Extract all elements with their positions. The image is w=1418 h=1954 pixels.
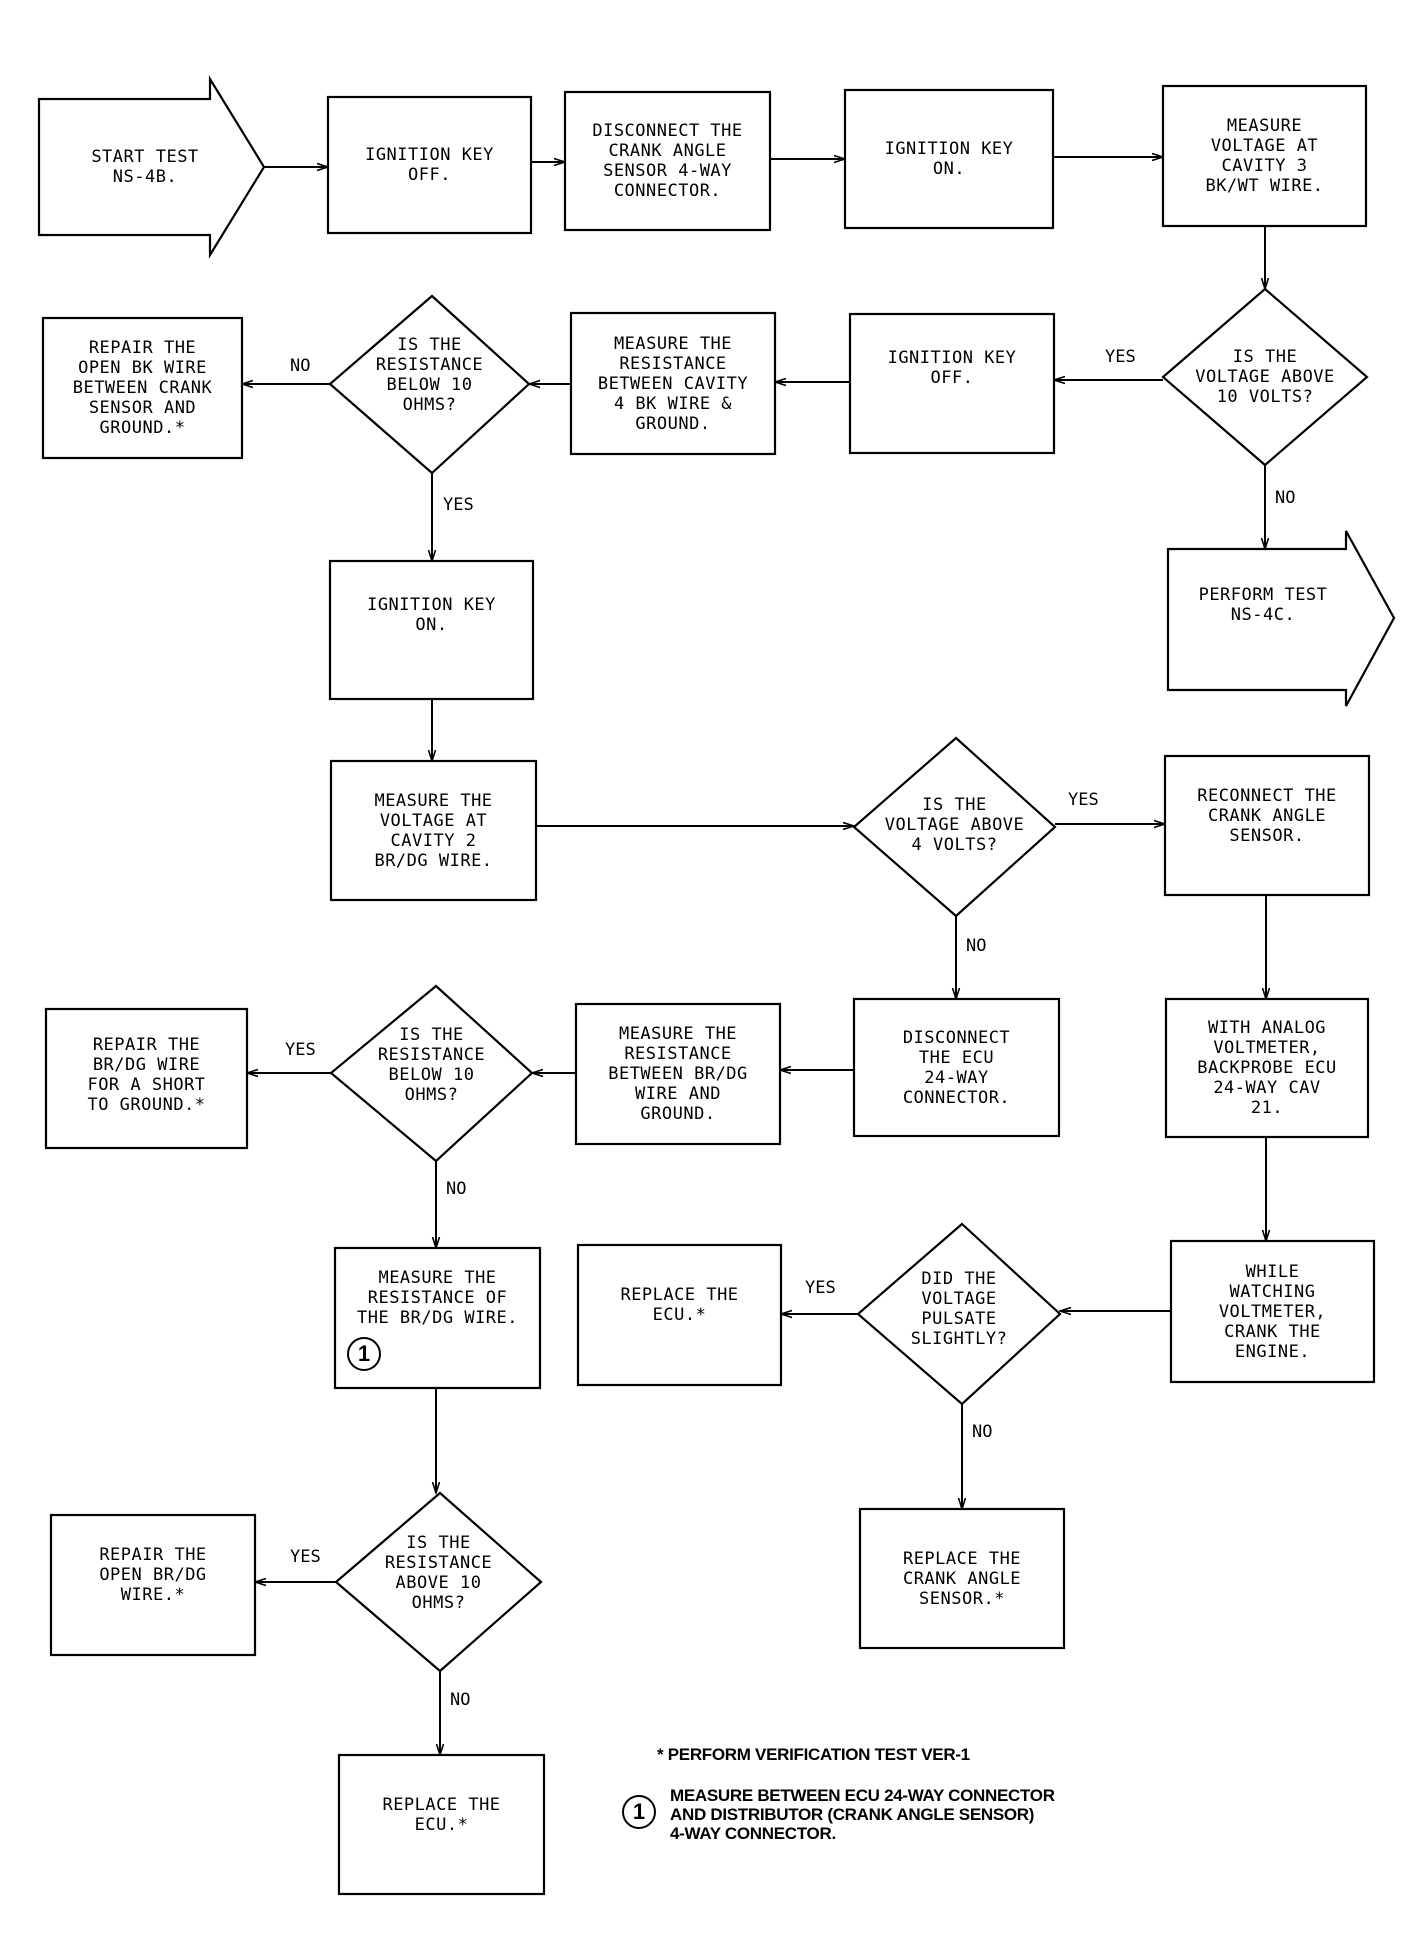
replace-ecu-2-box [337,1753,546,1896]
perform-ns4c-arrow-shape [1166,530,1396,707]
repair-open-brdg-box [49,1513,257,1657]
edge-label-yes: YES [290,1547,321,1567]
analog-voltmeter-label: WITH ANALOG VOLTMETER, BACKPROBE ECU 24-… [1197,1018,1337,1118]
measure-cav2-label: MEASURE THE VOLTAGE AT CAVITY 2 BR/DG WI… [374,790,493,871]
ign-on-1-box [843,88,1055,230]
ign-off-1-label: IGNITION KEY OFF. [365,145,494,185]
edge-label-yes: YES [285,1040,316,1060]
while-cranking-box [1169,1239,1376,1384]
start-test-label: START TEST NS-4B. [91,147,199,187]
measure-brdg-res-label: MEASURE THE RESISTANCE OF THE BR/DG WIRE… [356,1268,519,1328]
q-below-10-ohms-2-label: IS THE RESISTANCE BELOW 10 OHMS? [377,1025,486,1105]
footnote-1-badge: 1 [347,1337,381,1371]
edge-label-yes: YES [1068,790,1099,810]
ign-off-2-box [848,312,1056,455]
measure-cav3-box [1161,84,1368,228]
repair-open-bk-label: REPAIR THE OPEN BK WIRE BETWEEN CRANK SE… [72,338,213,438]
ign-off-1-box [326,95,533,235]
disconnect-cas-label: DISCONNECT THE CRANK ANGLE SENSOR 4-WAY … [592,121,743,201]
ign-on-2-box [328,559,535,701]
q-above-4v-label: IS THE VOLTAGE ABOVE 4 VOLTS? [884,795,1025,855]
footnote-1-marker: 1 [622,1795,656,1829]
disconnect-ecu-box [852,997,1061,1138]
replace-cas-label: REPLACE THE CRANK ANGLE SENSOR.* [902,1548,1022,1609]
q-below-10-ohms-1-label: IS THE RESISTANCE BELOW 10 OHMS? [375,335,484,415]
repair-brdg-short-box [44,1007,249,1150]
edge-label-no: NO [966,936,987,956]
q-above-10-ohms-label: IS THE RESISTANCE ABOVE 10 OHMS? [384,1533,493,1613]
measure-cav4-res-label: MEASURE THE RESISTANCE BETWEEN CAVITY 4 … [597,333,749,434]
disconnect-ecu-label: DISCONNECT THE ECU 24-WAY CONNECTOR. [902,1027,1011,1108]
verification-note: * PERFORM VERIFICATION TEST VER-1 [657,1745,970,1764]
replace-ecu-1-box [576,1243,783,1387]
ign-on-1-label: IGNITION KEY ON. [884,139,1014,179]
edge-label-no: NO [446,1179,467,1199]
replace-ecu-1-label: REPLACE THE ECU.* [620,1285,739,1325]
reconnect-cas-box [1163,754,1371,897]
measure-cav2-box [329,759,538,902]
ign-off-2-label: IGNITION KEY OFF. [887,348,1017,388]
edge-label-no: NO [450,1690,471,1710]
perform-ns4c-label: PERFORM TEST NS-4C. [1198,585,1328,625]
replace-ecu-2-label: REPLACE THE ECU.* [382,1795,501,1835]
measure-cav3-label: MEASURE VOLTAGE AT CAVITY 3 BK/WT WIRE. [1205,116,1324,196]
measure-brdg-ground-label: MEASURE THE RESISTANCE BETWEEN BR/DG WIR… [608,1024,748,1124]
repair-brdg-short-label: REPAIR THE BR/DG WIRE FOR A SHORT TO GRO… [87,1035,206,1115]
start-test-arrow-shape [37,75,266,259]
edge-label-yes: YES [805,1278,836,1298]
while-cranking-label: WHILE WATCHING VOLTMETER, CRANK THE ENGI… [1218,1261,1327,1362]
repair-open-bk-box [41,316,244,460]
repair-open-brdg-label: REPAIR THE OPEN BR/DG WIRE.* [99,1545,207,1605]
edge-label-no: NO [972,1422,993,1442]
edge-label-yes: YES [443,495,474,515]
q-above-10v-label: IS THE VOLTAGE ABOVE 10 VOLTS? [1195,347,1335,407]
edge-label-no: NO [290,356,311,376]
reconnect-cas-label: RECONNECT THE CRANK ANGLE SENSOR. [1197,786,1337,846]
q-pulsate-label: DID THE VOLTAGE PULSATE SLIGHTLY? [910,1269,1008,1349]
edge-label-yes: YES [1105,347,1136,367]
ign-on-2-label: IGNITION KEY ON. [367,595,496,635]
footnote-1-text: MEASURE BETWEEN ECU 24-WAY CONNECTOR AND… [670,1786,1055,1843]
edge-label-no: NO [1275,488,1296,508]
measure-brdg-ground-box [574,1002,782,1146]
